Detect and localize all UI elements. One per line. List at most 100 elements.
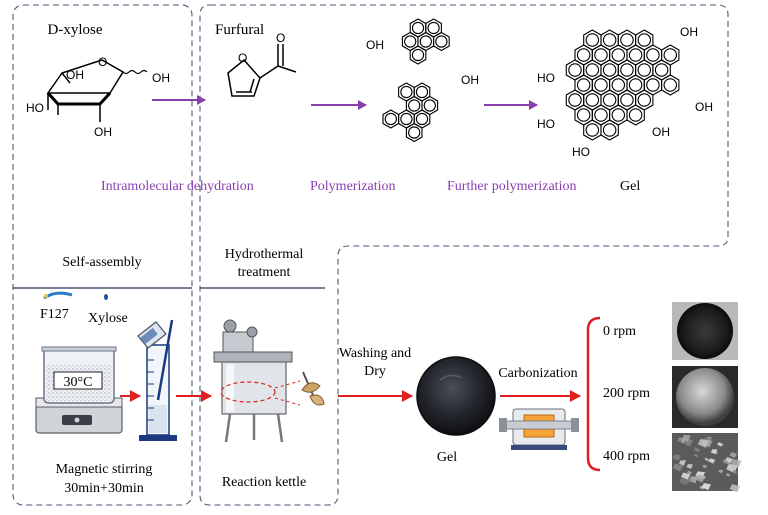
xylose-oh-bottom: OH — [94, 125, 112, 139]
aromatic-ring — [602, 93, 617, 107]
aromatic-ring — [594, 108, 608, 122]
aromatic-ring — [611, 108, 626, 122]
hydrothermal-title-line1: Hydrothermal — [225, 247, 304, 262]
sem-flake — [704, 457, 710, 462]
graduated-cylinder-icon — [137, 319, 177, 441]
sem-flake — [729, 452, 737, 458]
beaker-icon — [41, 346, 117, 404]
fragment-oh-left: OH — [366, 38, 384, 52]
sem-flake — [701, 483, 711, 491]
aromatic-ring — [408, 126, 421, 139]
aromatic-ring — [419, 35, 432, 48]
sem-sphere-dark-icon — [672, 302, 738, 360]
aromatic-ring — [637, 63, 652, 77]
aromatic-ring — [568, 93, 582, 107]
aromatic-ring — [663, 48, 678, 62]
sem-flake — [688, 476, 699, 484]
gel-ho-left-lower: HO — [537, 117, 555, 131]
aromatic-ring — [423, 99, 436, 112]
aromatic-ring — [620, 63, 634, 77]
sem-flake — [672, 454, 681, 461]
label-gel-chem: Gel — [620, 179, 640, 194]
benzene-ring — [405, 122, 423, 143]
xylose-label: Xylose — [88, 311, 128, 326]
aromatic-ring — [585, 33, 600, 47]
washing-label-line2: Dry — [364, 364, 386, 379]
aromatic-ring — [408, 99, 421, 112]
rpm-label-400: 400 rpm — [603, 449, 650, 464]
aromatic-ring — [663, 78, 678, 92]
sem-flake — [686, 463, 693, 469]
sem-flake — [697, 438, 710, 448]
impeller-icon — [301, 371, 325, 406]
furfural-ring-o: O — [238, 51, 247, 65]
sem-flake — [708, 458, 716, 464]
d-xylose-title: D-xylose — [48, 22, 103, 38]
f127-label: F127 — [40, 307, 69, 322]
sem-flakes-icon — [672, 433, 742, 493]
label-further-polymerization: Further polymerization — [447, 179, 576, 194]
gel-oh-right: OH — [695, 100, 713, 114]
panel-borders — [12, 4, 729, 506]
aromatic-ring — [602, 63, 617, 77]
panel-reaction — [199, 4, 729, 506]
aromatic-ring — [602, 123, 617, 137]
f127-icon — [43, 291, 73, 300]
aromatic-ring — [594, 48, 608, 62]
aromatic-ring — [585, 63, 600, 77]
sem-flake — [710, 449, 718, 455]
xylose-ho-left: HO — [26, 101, 44, 115]
aromatic-ring — [415, 85, 429, 99]
sem-flake — [729, 484, 741, 493]
aromatic-ring — [628, 108, 643, 122]
aromatic-ring — [594, 78, 608, 92]
gel-ho-bottom: HO — [572, 145, 590, 159]
aromatic-ring — [637, 93, 652, 107]
gel-ho-left: HO — [537, 71, 555, 85]
xylose-structure — [46, 59, 148, 122]
reaction-kettle-icon — [213, 319, 301, 443]
aromatic-ring — [427, 21, 440, 35]
sem-flake — [725, 457, 734, 464]
aromatic-ring — [637, 33, 652, 47]
sem-flake — [695, 474, 706, 483]
aromatic-ring — [568, 63, 582, 77]
sem-flake — [681, 435, 691, 442]
gel-oh-bottom-right: OH — [652, 125, 670, 139]
label-polymerization: Polymerization — [310, 179, 396, 194]
washing-label-line1: Washing and — [339, 346, 411, 361]
sem-flake — [726, 463, 738, 473]
sem-flake — [672, 463, 684, 472]
sem-flake — [678, 460, 687, 466]
polymer-fragments — [382, 18, 450, 143]
benzene-ring — [626, 104, 645, 126]
gel-polymer-structure — [565, 29, 680, 141]
xylose-oh-right: OH — [152, 71, 170, 85]
benzene-ring — [661, 74, 680, 96]
aromatic-ring — [620, 93, 634, 107]
furfural-carbonyl-o: O — [276, 31, 285, 45]
aromatic-ring — [646, 78, 660, 92]
aromatic-ring — [404, 35, 417, 48]
benzene-ring — [600, 119, 619, 141]
aromatic-ring — [576, 108, 591, 122]
aromatic-ring — [415, 112, 429, 126]
sem-flake — [681, 472, 691, 480]
stirring-caption-line2: 30min+30min — [64, 481, 143, 496]
furfural-structure — [227, 44, 297, 97]
aromatic-ring — [576, 48, 591, 62]
sem-flake — [732, 469, 738, 474]
xylose-ring-o: O — [98, 55, 107, 69]
stirring-caption-line1: Magnetic stirring — [56, 462, 153, 477]
sem-flake — [705, 436, 713, 442]
sem-flake — [694, 453, 699, 458]
self-assembly-title: Self-assembly — [62, 255, 141, 270]
aromatic-ring — [611, 78, 626, 92]
benzene-ring — [409, 45, 427, 65]
aromatic-ring — [585, 93, 600, 107]
sem-flake — [693, 447, 701, 452]
aromatic-ring — [411, 48, 425, 62]
aromatic-ring — [628, 78, 643, 92]
f127-icon-end — [44, 294, 48, 298]
